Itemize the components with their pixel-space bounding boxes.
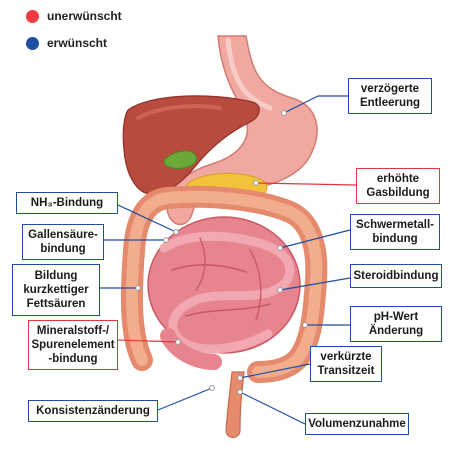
connector-lines-red (117, 182, 357, 343)
label-shortened-transit: verkürzte Transitzeit (310, 346, 382, 382)
small-intestine (147, 216, 301, 370)
large-intestine (120, 185, 328, 383)
label-delayed-emptying: verzögerte Entleerung (348, 78, 432, 114)
legend-label-wanted: erwünscht (47, 36, 108, 50)
label-gas-formation: erhöhte Gasbildung (356, 168, 440, 204)
label-consistency-change: Konsistenzänderung (28, 400, 158, 422)
legend-dot-wanted (26, 36, 39, 50)
legend-wanted: erwünscht (26, 36, 107, 50)
label-volume-increase: Volumenzunahme (305, 413, 409, 435)
label-steroid-binding: Steroidbindung (350, 264, 442, 288)
legend-unwanted: unerwünscht (26, 9, 122, 23)
legend-dot-unwanted (26, 9, 39, 23)
label-short-chain-fatty-acids: Bildung kurzkettiger Fettsäuren (12, 264, 100, 316)
label-nh3-binding: NH₃-Bindung (16, 192, 118, 214)
label-bile-acid-binding: Gallensäure- bindung (22, 224, 104, 260)
gallbladder (163, 150, 198, 169)
legend-label-unwanted: unerwünscht (47, 9, 122, 23)
liver (122, 95, 260, 195)
rectum (225, 371, 245, 439)
label-ph-change: pH-Wert Änderung (350, 306, 442, 342)
label-mineral-binding: Mineralstoff-/ Spurenelement -bindung (28, 320, 118, 370)
connector-lines (100, 95, 351, 425)
connector-end-dots (135, 110, 308, 395)
label-heavy-metal-binding: Schwermetall- bindung (350, 214, 440, 250)
